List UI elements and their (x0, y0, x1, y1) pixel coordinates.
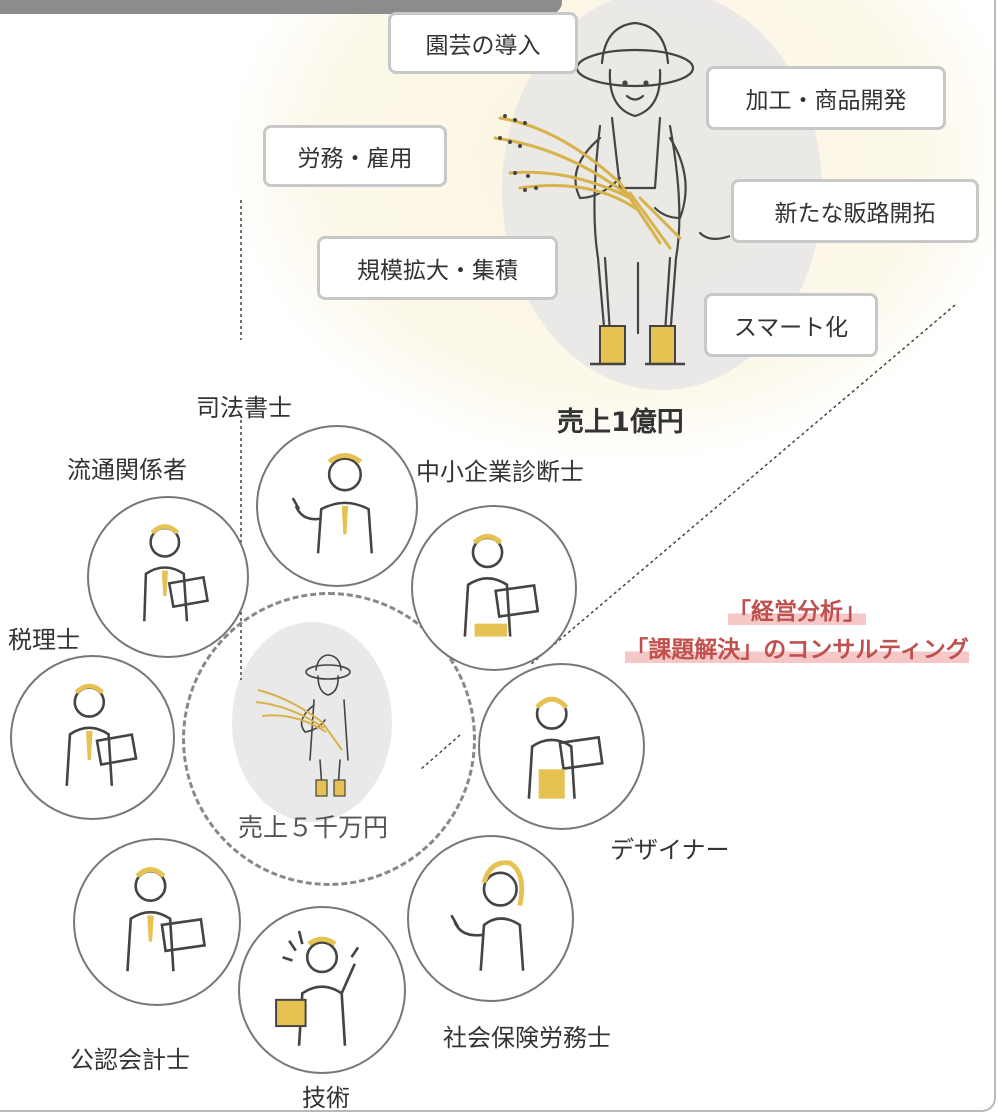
tag-sales-channel: 新たな販路開拓 (731, 179, 979, 243)
expert-sme-consultant (256, 425, 418, 587)
farmer-illustration (493, 21, 730, 366)
laptop-worker-icon (143, 524, 210, 622)
label-labor-consultant: 社会保険労務士 (443, 1024, 611, 1052)
consulting-label: 「経営分析」 「課題解決」のコンサルティング (612, 592, 982, 664)
expert-technology (238, 906, 406, 1074)
label-judicial-scrivener: 司法書士 (196, 394, 292, 422)
goal-sales-label: 売上1億円 (557, 407, 684, 438)
expert-consultant-laptop (411, 505, 577, 671)
small-farmer-icon (255, 654, 351, 797)
businessman-icon (65, 683, 138, 786)
expert-distribution (87, 496, 249, 658)
current-sales-circle (182, 592, 476, 886)
laptop-worker-icon (126, 867, 207, 972)
designer-icon (527, 696, 604, 799)
expert-designer (478, 663, 645, 830)
label-sme-consultant: 中小企業診断士 (416, 458, 584, 486)
tag-processing: 加工・商品開発 (706, 66, 946, 130)
expert-cpa (73, 838, 241, 1006)
label-distribution: 流通関係者 (67, 456, 187, 484)
label-cpa: 公認会計士 (70, 1046, 190, 1074)
label-technology: 技術 (302, 1084, 350, 1112)
expert-labor-consultant (407, 835, 574, 1002)
tag-smart: スマート化 (704, 293, 878, 357)
label-designer: デザイナー (610, 836, 730, 864)
current-sales-label: 売上５千万円 (238, 813, 389, 842)
header-bar (0, 0, 562, 14)
tag-labor-label: 労務・雇用 (297, 146, 413, 172)
tag-labor: 労務・雇用 (263, 125, 447, 187)
engineer-with-book-icon (275, 930, 360, 1046)
consulting-line1: 「経営分析」 (728, 599, 866, 625)
consulting-line2: 「課題解決」のコンサルティング (625, 637, 969, 663)
businesswoman-icon (450, 860, 525, 971)
tag-smart-label: スマート化 (733, 315, 849, 341)
tag-gardening-label: 園芸の導入 (425, 33, 541, 59)
label-tax-accountant: 税理士 (8, 626, 80, 654)
tag-gardening: 園芸の導入 (388, 12, 578, 74)
expert-tax-accountant (10, 655, 175, 820)
businessman-icon (291, 453, 374, 554)
laptop-worker-icon (463, 533, 540, 637)
tag-scale-expansion-label: 規模拡大・集積 (357, 258, 518, 284)
tag-scale-expansion: 規模拡大・集積 (317, 236, 558, 300)
tag-processing-label: 加工・商品開発 (745, 88, 907, 114)
tag-sales-channel-label: 新たな販路開拓 (774, 201, 936, 227)
